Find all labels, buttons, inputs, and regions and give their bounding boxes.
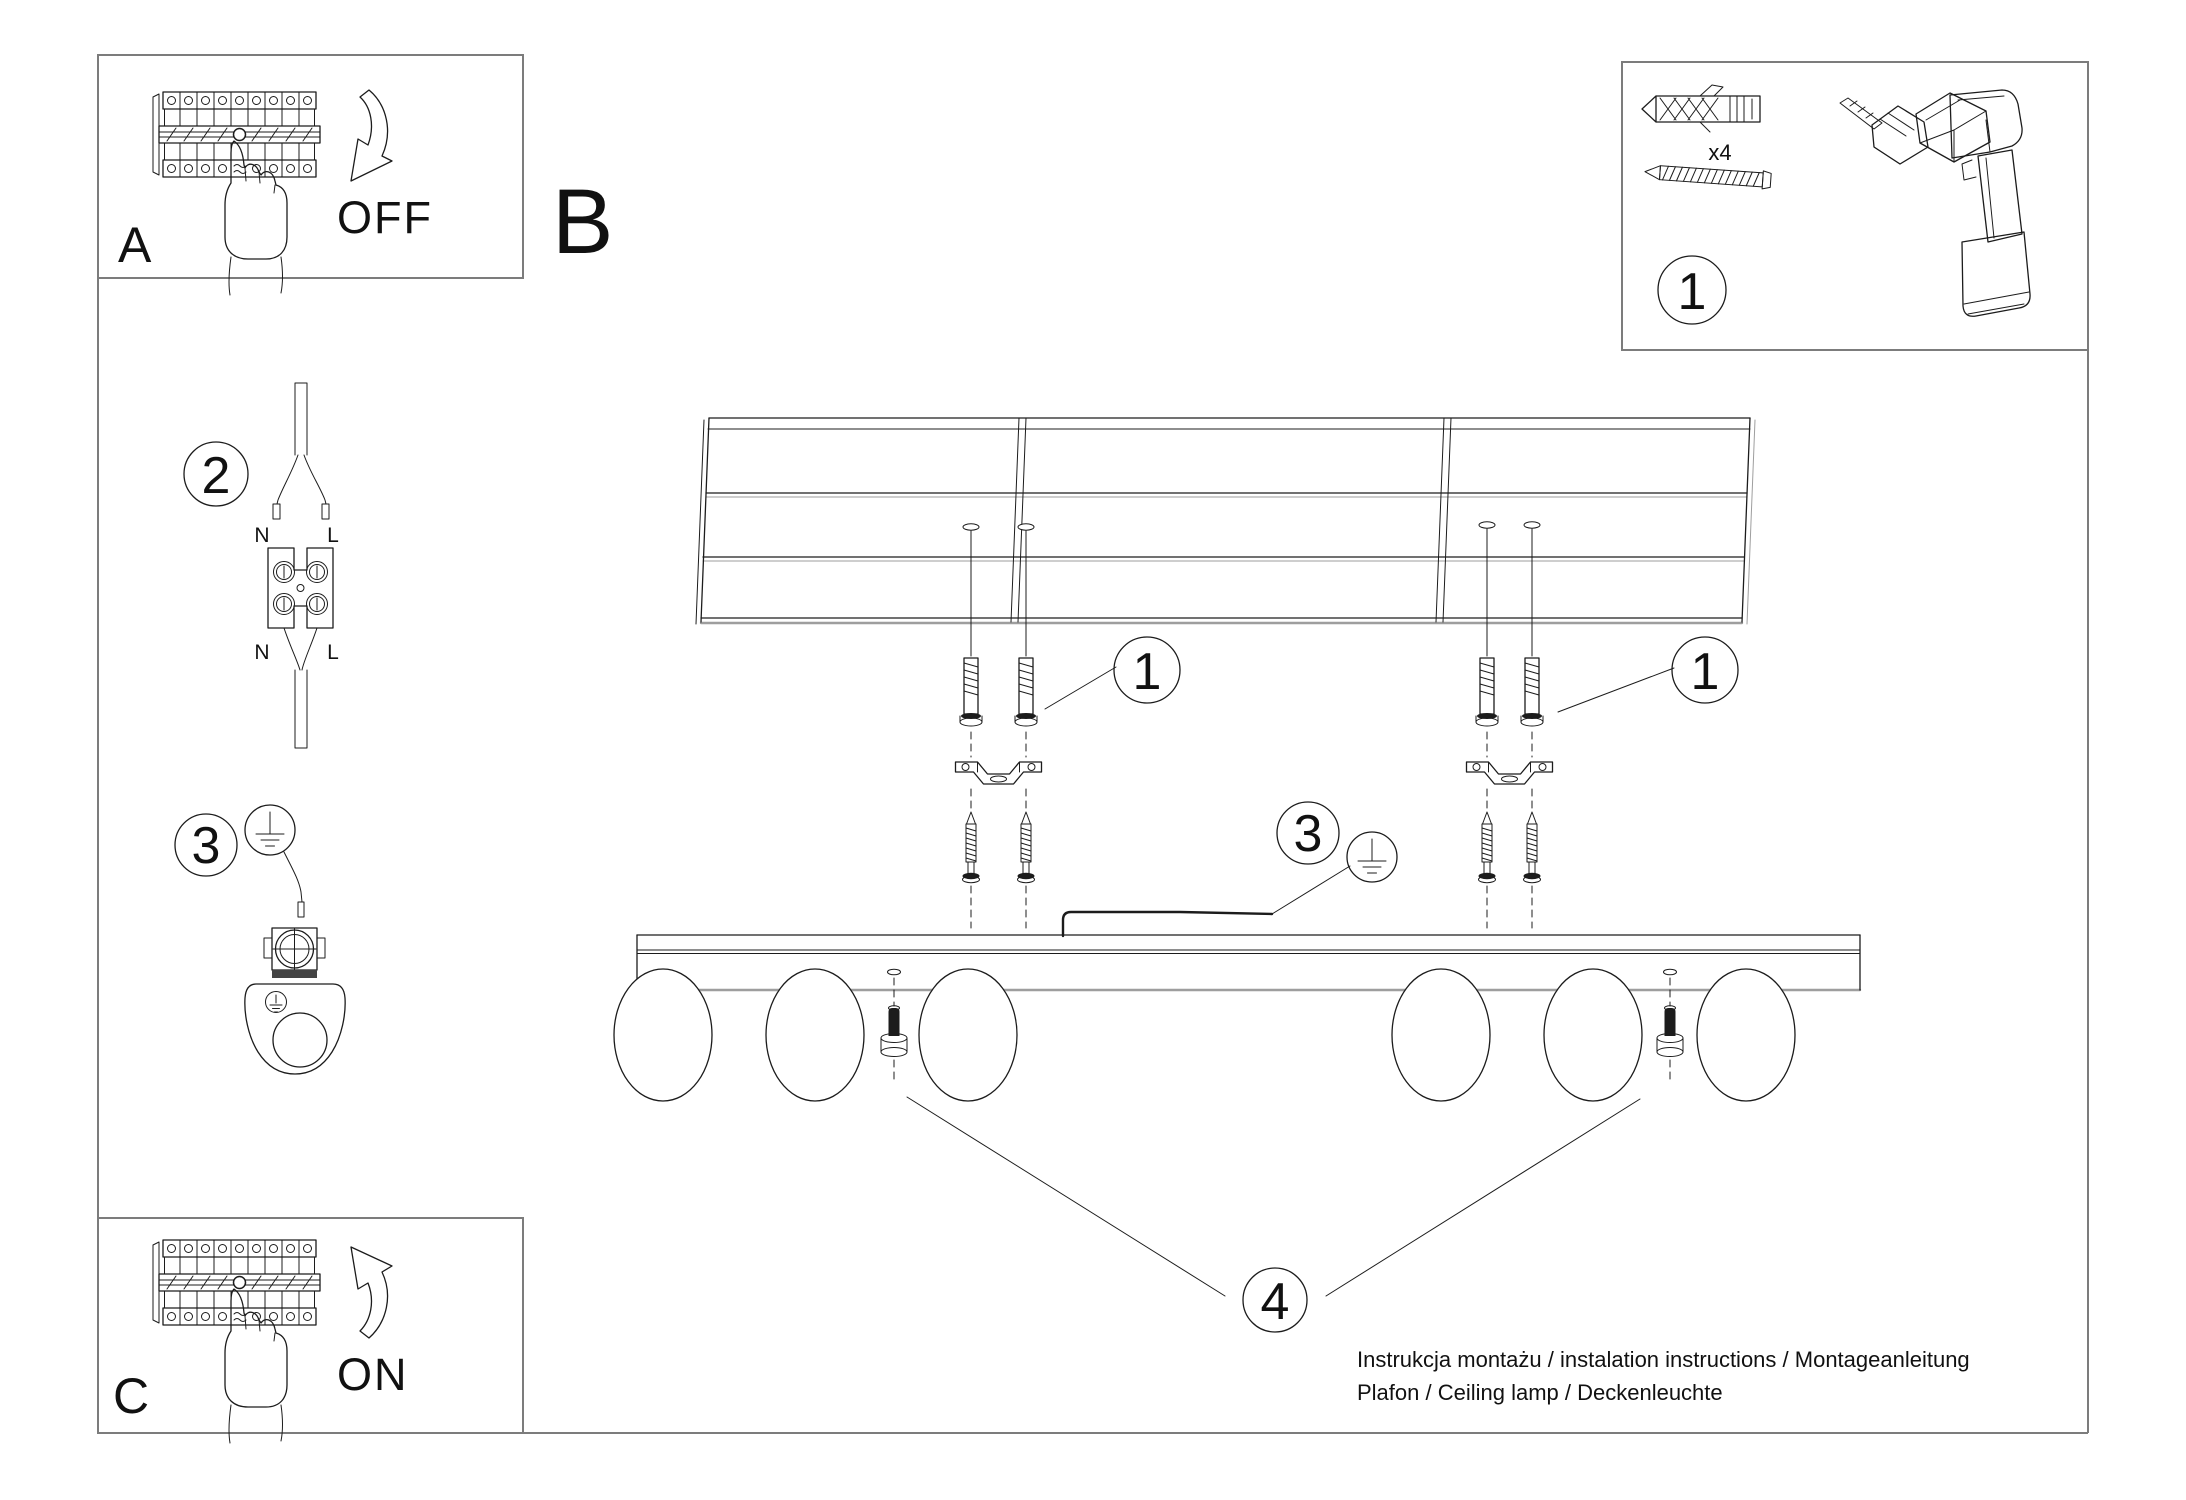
- svg-text:1: 1: [1678, 263, 1707, 321]
- panel-c-border: [97, 1217, 524, 1434]
- screw-icon: [1017, 811, 1035, 884]
- step-3-earthing: 3: [174, 804, 346, 1075]
- step-1-badge-left: 1: [1044, 636, 1181, 710]
- l-label-top: L: [327, 524, 339, 547]
- earth-clamp-icon: [263, 927, 326, 978]
- footer-caption: Instrukcja montażu / instalation instruc…: [1357, 1347, 1970, 1405]
- footer-line-1: Instrukcja montażu / instalation instruc…: [1357, 1347, 1970, 1372]
- supply-cable: [294, 382, 308, 456]
- svg-text:3: 3: [192, 817, 221, 875]
- drill-hole: [1523, 521, 1541, 529]
- panel-a: A OFF: [118, 89, 433, 296]
- drill-hole: [1478, 521, 1496, 529]
- svg-text:1: 1: [1691, 643, 1720, 701]
- screw-icon: [1478, 811, 1496, 884]
- earth-symbol-icon: [1346, 831, 1398, 883]
- l-label-bottom: L: [327, 641, 339, 664]
- mounting-hardware-left: [954, 530, 1043, 929]
- globe: [765, 968, 865, 1102]
- lamp-end-body-icon: [244, 983, 346, 1075]
- ground-wire: [1061, 865, 1351, 938]
- globe: [1391, 968, 1491, 1102]
- off-label: OFF: [337, 192, 433, 243]
- step-2-wiring: 2 N L N L: [183, 382, 339, 749]
- mounting-bracket-icon: [954, 761, 1043, 785]
- screw-icon: [1644, 165, 1772, 190]
- n-label-bottom: N: [254, 641, 269, 664]
- globe: [1543, 968, 1643, 1102]
- drill-hole: [1017, 523, 1035, 531]
- kit-box: x4 1: [1641, 84, 2031, 325]
- mounting-bracket-icon: [1465, 761, 1554, 785]
- wall-plug-icon: [1475, 657, 1499, 727]
- globe: [918, 968, 1018, 1102]
- breaker-strip-icon: [152, 91, 321, 178]
- quantity-label: x4: [1708, 140, 1731, 165]
- on-label: ON: [337, 1349, 409, 1400]
- drill-hole: [962, 523, 980, 531]
- svg-text:4: 4: [1261, 1273, 1290, 1331]
- wall-plug-icon: [959, 657, 983, 727]
- svg-text:3: 3: [1294, 805, 1323, 863]
- globe: [613, 968, 713, 1102]
- fixing-screw-cap-left: [880, 968, 908, 1083]
- lamp-cable: [294, 669, 308, 749]
- screw-icon: [962, 811, 980, 884]
- drill-icon: [1839, 89, 2031, 317]
- terminal-block-icon: [267, 547, 334, 629]
- wall-plug-icon: [1641, 84, 1761, 133]
- earth-symbol-icon: [244, 804, 296, 856]
- wall-plug-icon: [1520, 657, 1544, 727]
- breaker-strip-icon: [152, 1239, 321, 1326]
- panel-c: C ON: [113, 1239, 409, 1444]
- wall-plug-icon: [1014, 657, 1038, 727]
- lamp-globes: [613, 968, 1796, 1102]
- screw-icon: [1523, 811, 1541, 884]
- step-1-badge-right: 1: [1557, 636, 1739, 713]
- section-b-label: B: [552, 171, 613, 273]
- panel-a-label: A: [118, 217, 152, 273]
- mounting-hardware-right: [1465, 528, 1554, 929]
- footer-line-2: Plafon / Ceiling lamp / Deckenleuchte: [1357, 1380, 1723, 1405]
- panel-a-border: [97, 54, 524, 279]
- svg-text:1: 1: [1133, 643, 1162, 701]
- sheet-frame: [97, 54, 2089, 1434]
- fixing-screw-cap-right: [1656, 968, 1684, 1083]
- kit-box-border: [1621, 61, 2089, 351]
- step-3-badge: 3: [174, 813, 238, 877]
- arrow-up-icon: [350, 1246, 393, 1339]
- step-1-badge: 1: [1657, 255, 1727, 325]
- n-label-top: N: [254, 524, 269, 547]
- ceiling-panels: [695, 417, 1756, 625]
- step-4-badge: 4: [906, 1096, 1641, 1333]
- panel-c-label: C: [113, 1368, 149, 1424]
- step-2-badge: 2: [183, 441, 249, 507]
- arrow-down-icon: [350, 89, 393, 182]
- svg-text:2: 2: [202, 447, 231, 505]
- globe: [1696, 968, 1796, 1102]
- step-3-badge-main: 3: [1276, 801, 1398, 883]
